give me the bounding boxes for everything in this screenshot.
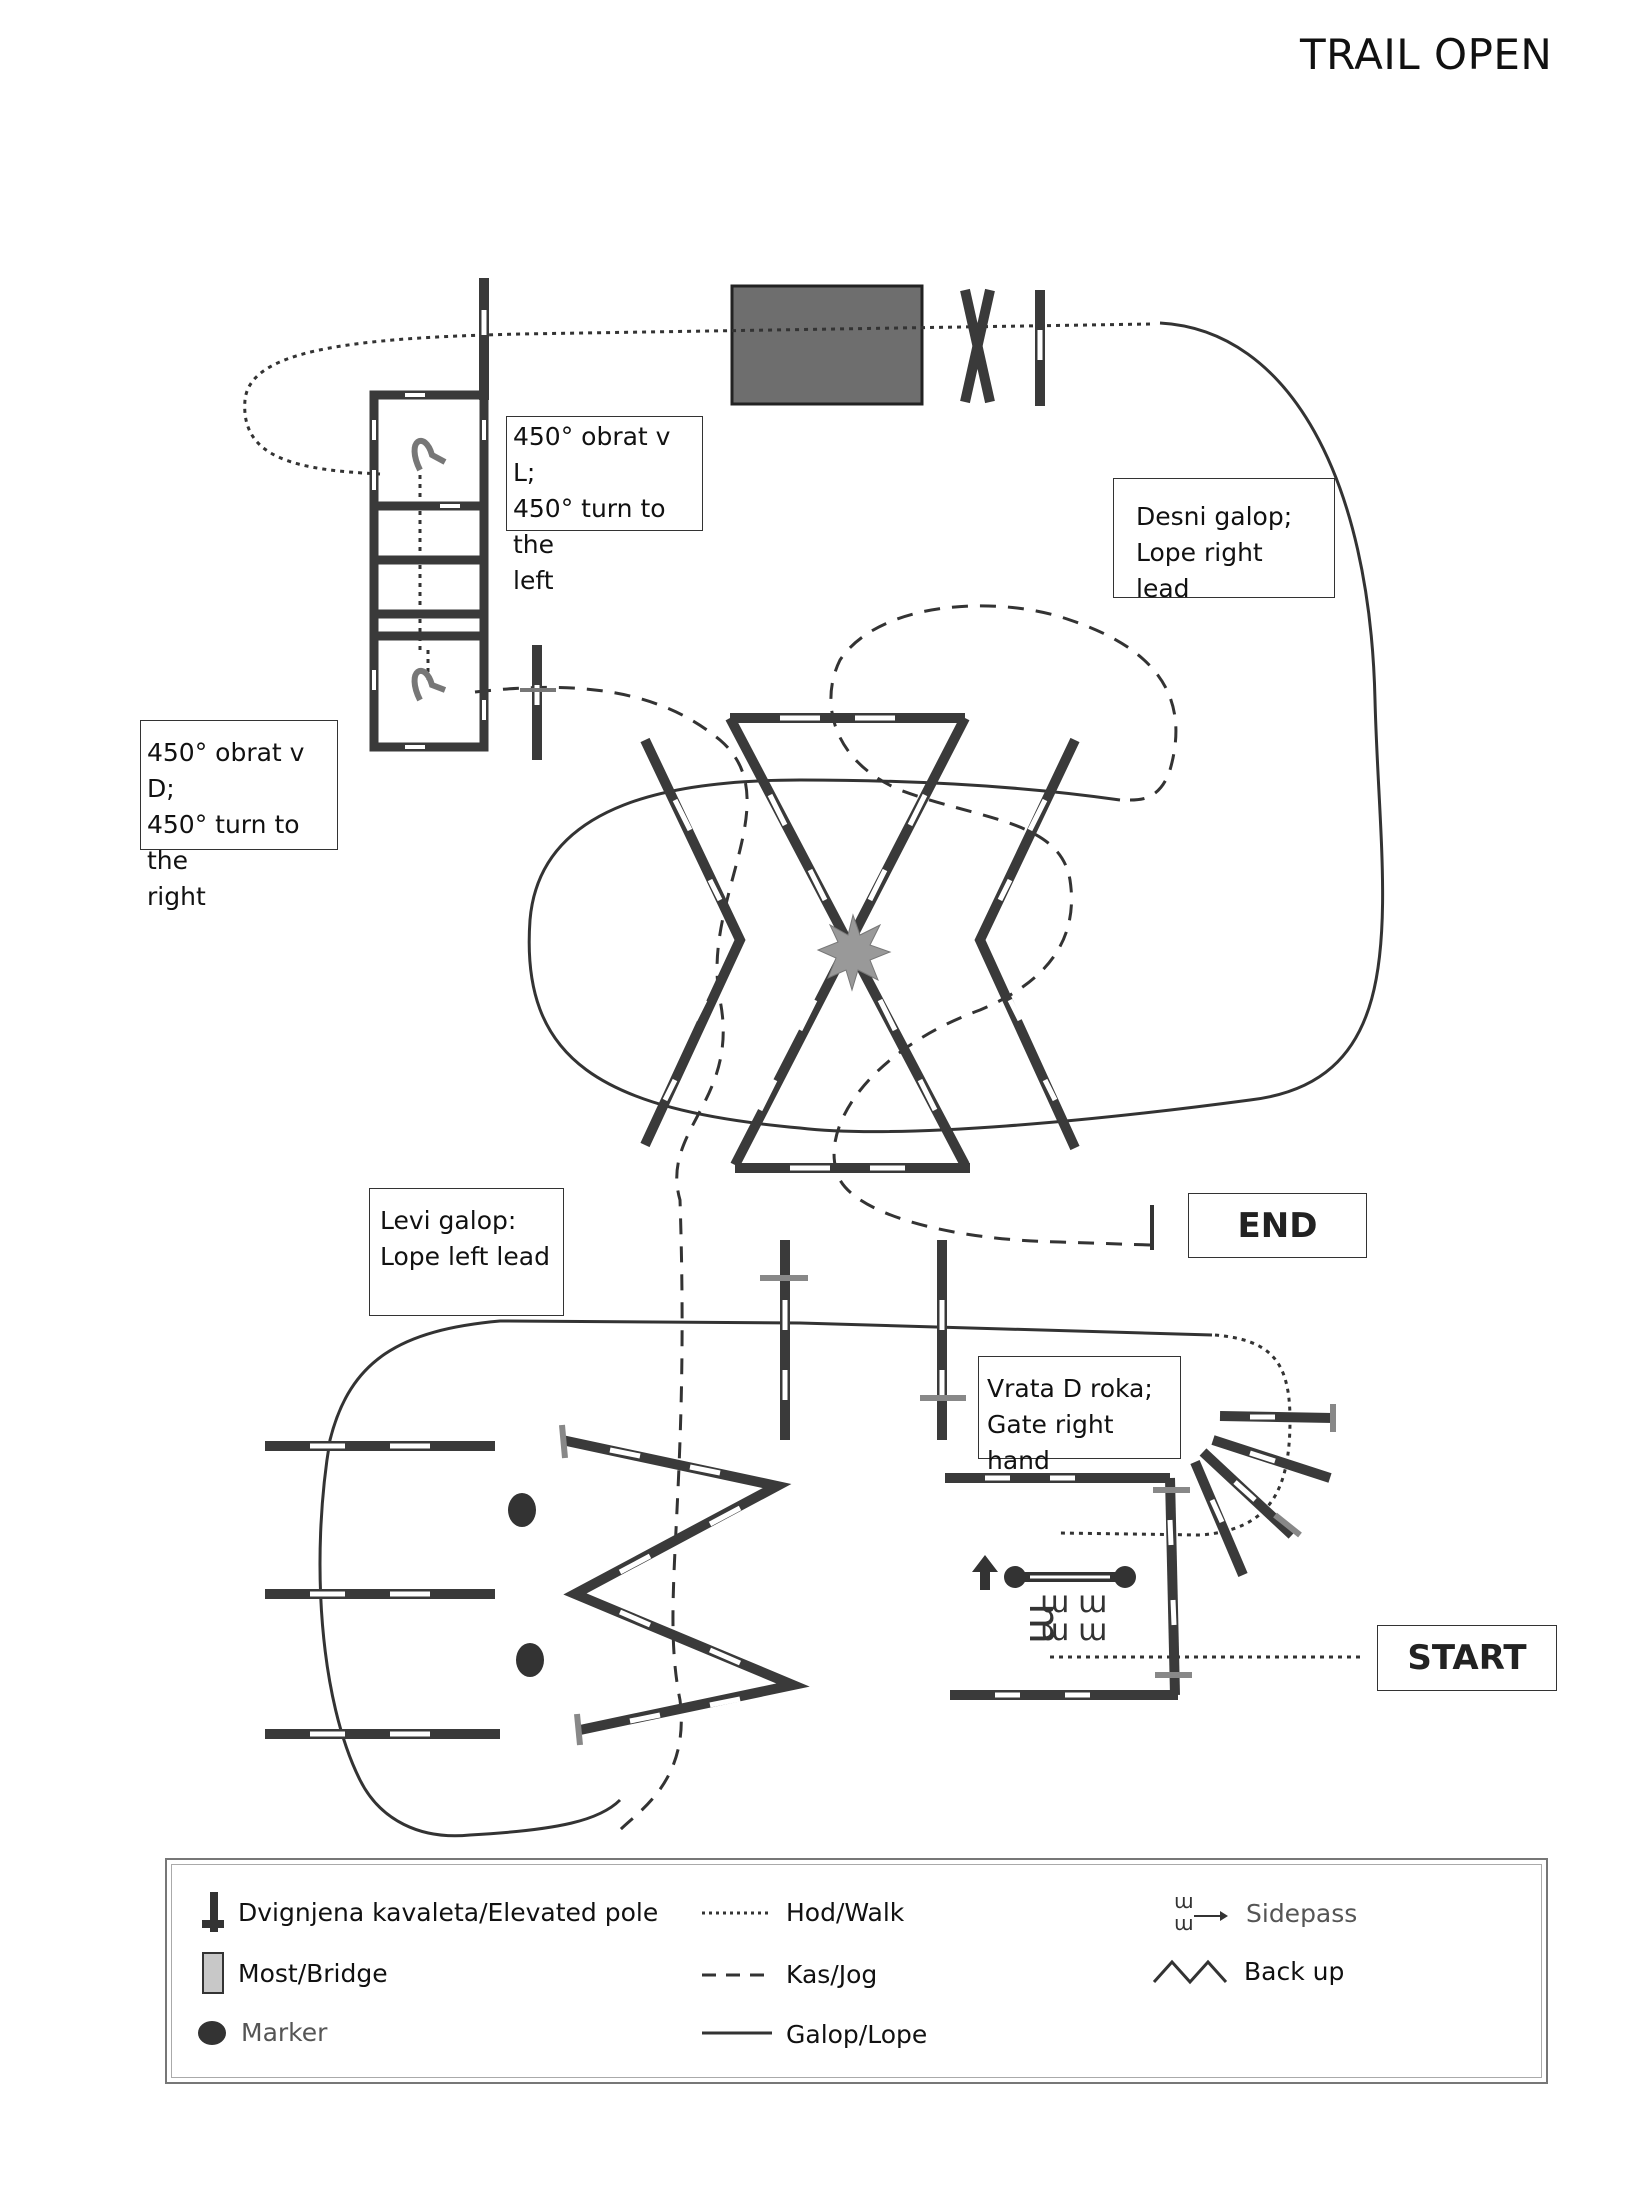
sidepass-icon: m — [1020, 1603, 1069, 1644]
marker-dot — [508, 1493, 536, 1527]
bridge — [730, 284, 924, 406]
legend-back-up: Back up — [1152, 1956, 1344, 1986]
note-lope-left: Levi galop: Lope left lead — [369, 1188, 564, 1316]
legend-elevated-pole: Dvignjena kavaleta/Elevated pole — [202, 1892, 658, 1932]
legend-walk: Hod/Walk — [702, 1898, 904, 1927]
rotate-left-icon — [411, 437, 447, 472]
legend: Dvignjena kavaleta/Elevated pole Most/Br… — [165, 1858, 1548, 2084]
sidepass-bar: m — [972, 1555, 1136, 1644]
arrow-up-icon — [972, 1555, 998, 1590]
sidepass-icon: ɯ — [1040, 1585, 1069, 1620]
sidepass-icon: ɯ — [1078, 1613, 1107, 1648]
legend-jog: Kas/Jog — [702, 1960, 877, 1989]
elevated-poles-middle — [760, 1240, 966, 1440]
center-star-marker — [816, 913, 892, 992]
lope-path — [318, 321, 1385, 1838]
note-turn-right: 450° obrat v D; 450° turn to the right — [140, 720, 338, 911]
start-label: START — [1377, 1625, 1557, 1691]
hourglass-stripes — [662, 715, 1058, 1171]
legend-marker: Marker — [197, 2018, 327, 2047]
svg-text:ɯ: ɯ — [1174, 1911, 1193, 1935]
turn-box-stripes — [372, 393, 486, 749]
svg-text:ɯ: ɯ — [1174, 1889, 1193, 1913]
page-title: TRAIL OPEN — [1300, 30, 1553, 79]
jog-path — [474, 604, 1178, 1832]
note-turn-left: 450° obrat v L; 450° turn to the left — [506, 416, 703, 595]
sidepass-icon: ɯ — [1078, 1585, 1107, 1620]
marker-dot — [516, 1643, 544, 1677]
end-label: END — [1188, 1193, 1367, 1258]
legend-bridge: Most/Bridge — [202, 1952, 388, 1994]
turn-box — [369, 390, 489, 752]
note-lope-right: Desni galop; Lope right lead — [1113, 478, 1335, 603]
elevated-pole-icon — [202, 1892, 224, 1932]
bridge-icon — [202, 1952, 224, 1994]
lope-line-icon — [702, 2031, 772, 2034]
back-up-icon — [1152, 1959, 1228, 1985]
legend-sidepass: ɯ ɯ Sidepass — [1172, 1888, 1357, 1938]
legend-lope: Galop/Lope — [702, 2020, 927, 2049]
marker-icon — [198, 2020, 226, 2045]
walk-line-icon — [702, 1911, 772, 1914]
sidepass-icon: ɯ — [1040, 1613, 1069, 1648]
left-poles — [265, 1435, 810, 1739]
jog-line-icon — [702, 1973, 772, 1976]
walk-path-bottom — [1050, 1333, 1365, 1659]
rotate-right-icon — [411, 667, 447, 702]
note-gate: Vrata D roka; Gate right hand — [978, 1356, 1181, 1475]
sidepass-icon: ɯ ɯ — [1174, 1889, 1228, 1935]
